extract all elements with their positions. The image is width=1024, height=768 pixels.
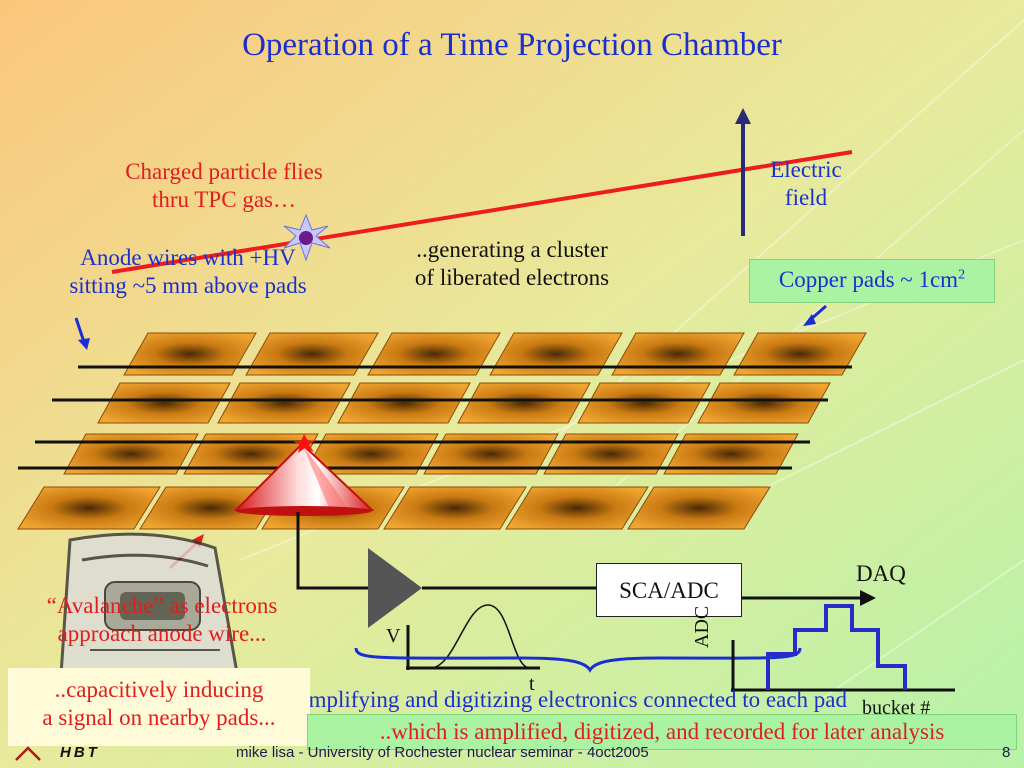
footer-text: mike lisa - University of Rochester nucl…: [236, 744, 649, 761]
capacitive-line-2: a signal on nearby pads...: [42, 704, 276, 730]
v-axis-label: V: [386, 625, 401, 647]
pulse-plot: [406, 604, 540, 670]
copper-pad: [123, 332, 257, 376]
recorded-box: ..which is amplified, digitized, and rec…: [307, 714, 1017, 750]
copper-pad: [17, 486, 161, 530]
electronics-note: Amplifying and digitizing electronics co…: [292, 687, 848, 712]
adc-axis-label: ADC: [691, 605, 713, 648]
electric-field-arrow: [735, 108, 751, 236]
sca-adc-label: SCA/ADC: [619, 578, 719, 603]
electronics-brace: [354, 647, 802, 673]
sca-adc-box: SCA/ADC: [596, 563, 742, 617]
particle-track: [111, 150, 853, 274]
charged-particle-line-2: thru TPC gas…: [152, 186, 296, 212]
recorded-label: ..which is amplified, digitized, and rec…: [379, 719, 945, 744]
avalanche-line-2: approach anode wire...: [57, 620, 267, 646]
anode-wires: [18, 365, 852, 470]
page-number: 8: [1002, 744, 1011, 761]
electric-field-line-1: Electric: [770, 157, 842, 182]
copper-pad: [489, 332, 623, 376]
copper-pad: [577, 382, 711, 424]
clipart-gauge: [58, 532, 242, 692]
hbt-logo-text: HBT: [60, 744, 100, 761]
copper-pads-text: Copper pads ~ 1cm: [778, 267, 959, 292]
anode-wires-line-1: Anode wires with +HV: [80, 245, 296, 270]
capacitive-box: ..capacitively inducing a signal on near…: [8, 668, 310, 746]
copper-pad-grid: [17, 332, 867, 530]
copper-pad: [63, 433, 199, 475]
amplifier-symbol: [368, 548, 422, 628]
copper-pad: [245, 332, 379, 376]
avalanche-line-1: “Avalanche” as electrons: [46, 593, 278, 618]
copper-pad: [139, 486, 283, 530]
copper-pad: [505, 486, 649, 530]
copper-pad: [97, 382, 231, 424]
copper-pad: [663, 433, 799, 475]
signal-chain: [296, 512, 876, 628]
avalanche-label: “Avalanche” as electrons approach anode …: [10, 592, 314, 647]
copper-pads-label: Copper pads ~ 1cm2: [750, 266, 994, 294]
copper-pad: [627, 486, 771, 530]
adc-histogram: [766, 604, 907, 690]
copper-pad: [733, 332, 867, 376]
anode-wires-label: Anode wires with +HV sitting ~5 mm above…: [36, 244, 340, 299]
capacitive-label: ..capacitively inducing a signal on near…: [8, 676, 310, 731]
ionization-cluster: [283, 213, 331, 262]
slide-title: Operation of a Time Projection Chamber: [242, 27, 782, 63]
electric-field-label: Electric field: [752, 156, 860, 211]
anode-pointer-arrow: [74, 317, 90, 350]
pad-to-amp-wire: [296, 512, 372, 590]
hbt-logo-mark: [15, 746, 41, 761]
charged-particle-line-1: Charged particle flies: [125, 159, 323, 184]
t-axis-label: t: [529, 673, 535, 695]
copper-pad: [611, 332, 745, 376]
cluster-line-2: of liberated electrons: [414, 264, 610, 290]
copper-pads-sup: 2: [958, 267, 966, 283]
pulse-curve: [429, 604, 531, 669]
adc-plot: [731, 604, 955, 692]
cluster-label: ..generating a cluster of liberated elec…: [382, 236, 642, 291]
anode-wires-line-2: sitting ~5 mm above pads: [69, 272, 307, 298]
daq-label: DAQ: [856, 561, 906, 586]
copper-pad: [697, 382, 831, 424]
copper-pad: [543, 433, 679, 475]
charged-particle-label: Charged particle flies thru TPC gas…: [100, 158, 348, 213]
copper-pad: [457, 382, 591, 424]
copper-pad: [337, 382, 471, 424]
pad-pointer-arrow: [803, 304, 827, 326]
copper-pad: [383, 486, 527, 530]
electric-field-line-2: field: [784, 184, 828, 210]
avalanche-cone: [233, 434, 375, 516]
avalanche-spark: [293, 434, 316, 453]
copper-pad: [367, 332, 501, 376]
copper-pad: [217, 382, 351, 424]
copper-pads-box: Copper pads ~ 1cm2: [749, 259, 995, 303]
cluster-line-1: ..generating a cluster: [416, 237, 608, 262]
bucket-axis-label: bucket #: [862, 697, 931, 719]
capacitive-line-1: ..capacitively inducing: [54, 677, 264, 702]
copper-pad: [423, 433, 559, 475]
